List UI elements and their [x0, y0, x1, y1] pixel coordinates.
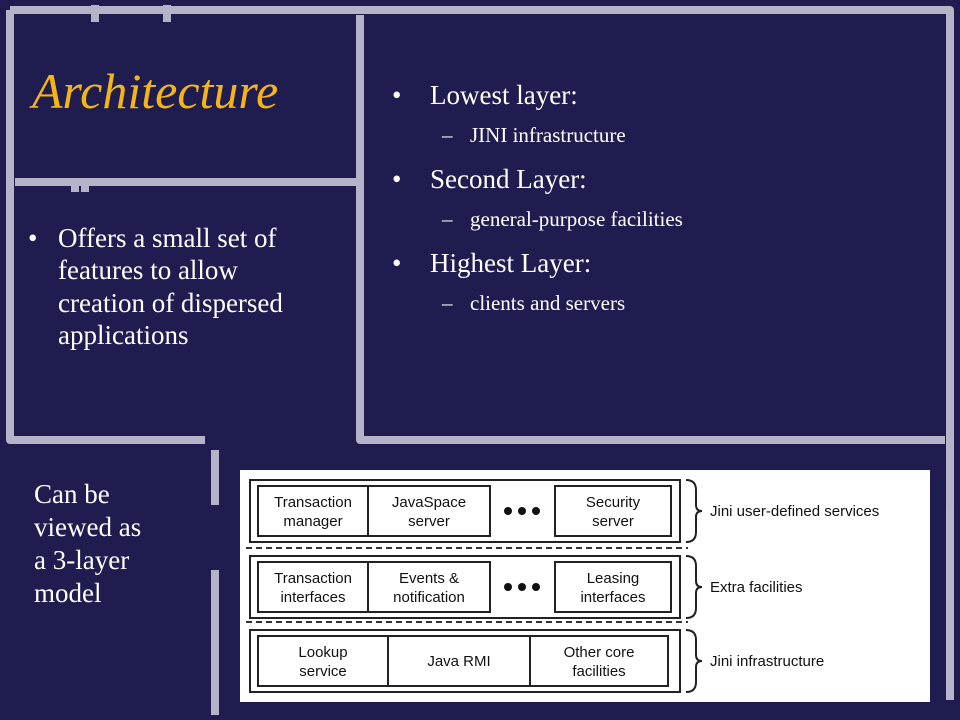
bullet-label: Highest Layer: [430, 248, 592, 278]
component-box [529, 635, 669, 687]
layer-label: Extra facilities [710, 579, 803, 596]
layer-outline [249, 629, 681, 693]
note-line: a 3-layer [34, 544, 130, 575]
ellipsis-dot [518, 583, 526, 591]
layer-label: Jini user-defined services [710, 503, 879, 520]
component-box [257, 485, 369, 537]
ellipsis-dot [532, 583, 540, 591]
sub-bullet-text: clients and servers [470, 291, 626, 315]
sub-bullet-lowest-layer: – JINI infrastructure [442, 123, 912, 148]
bullet-second-layer: • Second Layer: [392, 164, 912, 195]
ellipsis-dot [532, 507, 540, 515]
left-bullet-list: • Offers a small set of features to allo… [28, 222, 328, 352]
bullet-icon: • [28, 223, 38, 253]
bullet-label: Lowest layer: [430, 80, 578, 110]
note-line: Can be [34, 479, 110, 509]
model-note: Can be viewed as a 3-layer model [34, 478, 204, 610]
slide-title: Architecture [32, 63, 279, 119]
component-label: Events &notification [393, 570, 465, 606]
brace-icon [685, 629, 703, 693]
note-line: model [34, 577, 102, 608]
sub-bullet-highest-layer: – clients and servers [442, 291, 912, 316]
component-box [367, 485, 491, 537]
layer-bullet-list: • Lowest layer: – JINI infrastructure • … [392, 70, 912, 332]
component-box [257, 561, 369, 613]
bullet-icon: • [392, 80, 402, 110]
bullet-label: Second Layer: [430, 164, 587, 194]
note-line: viewed as [34, 511, 142, 542]
dash-icon: – [442, 123, 453, 147]
dash-icon: – [442, 291, 453, 315]
bullet-lowest-layer: • Lowest layer: [392, 80, 912, 111]
left-bullet-text: Offers a small set of features to allow … [58, 223, 283, 351]
component-box [257, 635, 389, 687]
component-box [554, 561, 672, 613]
layer-label: Jini infrastructure [710, 653, 824, 670]
brace-icon [685, 479, 703, 543]
left-bullet: • Offers a small set of features to allo… [28, 222, 328, 352]
component-box [554, 485, 672, 537]
component-box [367, 561, 491, 613]
ellipsis-dot [504, 583, 512, 591]
bullet-icon: • [392, 164, 402, 194]
layer-outline [249, 555, 681, 619]
dash-icon: – [442, 207, 453, 231]
bullet-highest-layer: • Highest Layer: [392, 248, 912, 279]
ellipsis-dot [518, 507, 526, 515]
sub-bullet-second-layer: – general-purpose facilities [442, 207, 912, 232]
sub-bullet-text: general-purpose facilities [470, 207, 683, 231]
brace-icon [685, 555, 703, 619]
component-label: Java RMI [427, 653, 490, 670]
sub-bullet-text: JINI infrastructure [470, 123, 626, 147]
bullet-icon: • [392, 248, 402, 278]
ellipsis-dot [504, 507, 512, 515]
layer-outline [249, 479, 681, 543]
